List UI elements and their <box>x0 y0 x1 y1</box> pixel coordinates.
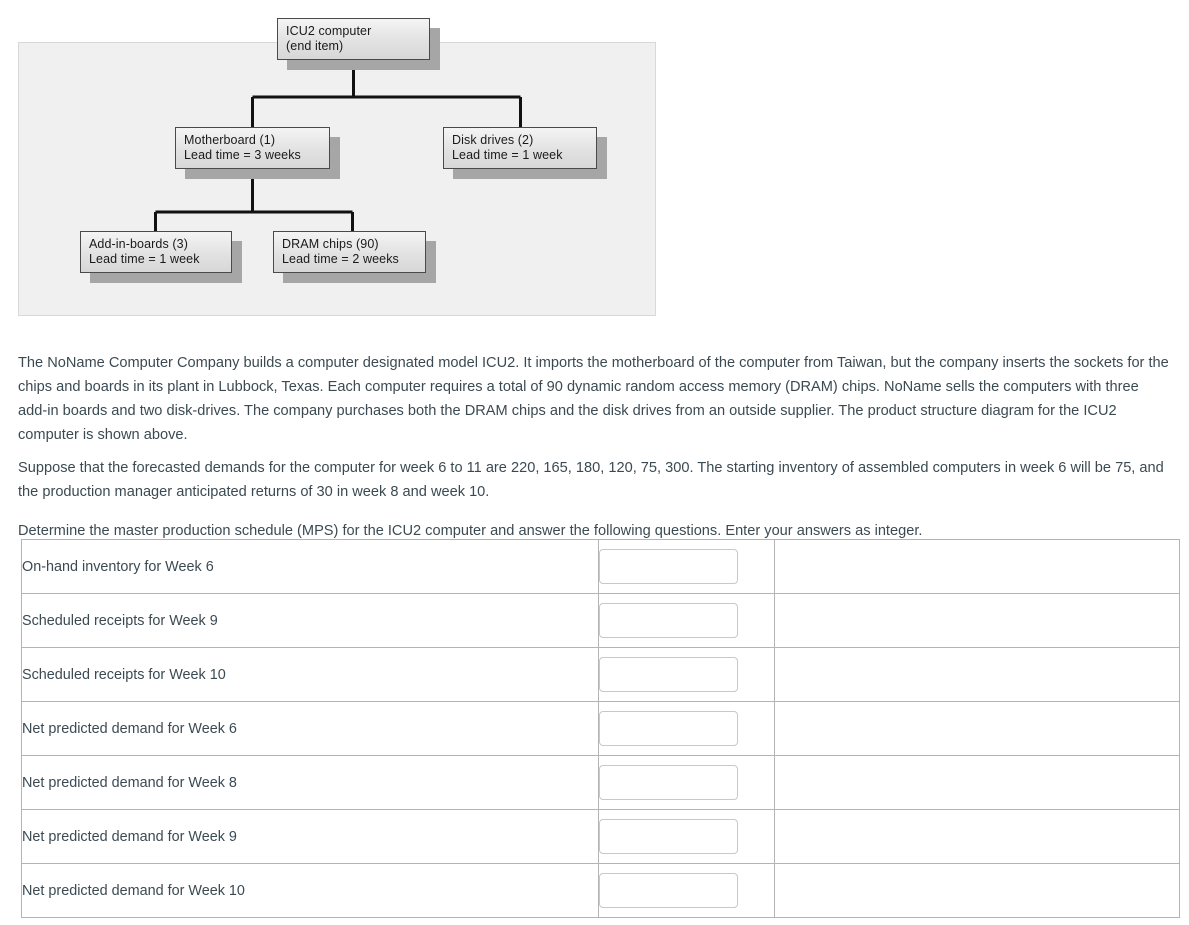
row-blank-cell <box>774 701 1180 756</box>
answer-input-net-predicted-demand-week-8[interactable] <box>599 765 738 800</box>
table-row: Scheduled receipts for Week 10 <box>21 647 1180 702</box>
row-input-cell <box>598 539 775 594</box>
row-label-net-predicted-demand-week-6: Net predicted demand for Week 6 <box>21 701 599 756</box>
row-blank-cell <box>774 863 1180 918</box>
row-label-scheduled-receipts-week-10: Scheduled receipts for Week 10 <box>21 647 599 702</box>
row-blank-cell <box>774 809 1180 864</box>
answer-input-net-predicted-demand-week-6[interactable] <box>599 711 738 746</box>
table-row: Scheduled receipts for Week 9 <box>21 593 1180 648</box>
problem-task-paragraph: Determine the master production schedule… <box>18 522 923 539</box>
row-blank-cell <box>774 647 1180 702</box>
diagram-node-end-item: ICU2 computer (end item) <box>277 18 430 60</box>
row-label-on-hand-inventory-week-6: On-hand inventory for Week 6 <box>21 539 599 594</box>
node-add-in-boards-line2: Lead time = 1 week <box>89 252 200 266</box>
node-end-item-line2: (end item) <box>286 39 344 53</box>
answer-input-scheduled-receipts-week-10[interactable] <box>599 657 738 692</box>
answer-input-on-hand-inventory-week-6[interactable] <box>599 549 738 584</box>
answer-input-scheduled-receipts-week-9[interactable] <box>599 603 738 638</box>
table-row: On-hand inventory for Week 6 <box>21 539 1180 594</box>
answers-table: On-hand inventory for Week 6 Scheduled r… <box>21 539 1180 918</box>
diagram-node-dram-chips: DRAM chips (90) Lead time = 2 weeks <box>273 231 426 273</box>
diagram-node-add-in-boards: Add-in-boards (3) Lead time = 1 week <box>80 231 232 273</box>
node-end-item-line1: ICU2 computer <box>286 24 372 38</box>
row-label-net-predicted-demand-week-9: Net predicted demand for Week 9 <box>21 809 599 864</box>
answer-input-net-predicted-demand-week-9[interactable] <box>599 819 738 854</box>
node-motherboard-line2: Lead time = 3 weeks <box>184 148 301 162</box>
row-label-scheduled-receipts-week-9: Scheduled receipts for Week 9 <box>21 593 599 648</box>
row-label-net-predicted-demand-week-8: Net predicted demand for Week 8 <box>21 755 599 810</box>
problem-intro-paragraph: The NoName Computer Company builds a com… <box>18 354 1169 444</box>
node-dram-chips-line1: DRAM chips (90) <box>282 237 379 251</box>
row-blank-cell <box>774 539 1180 594</box>
node-dram-chips-line2: Lead time = 2 weeks <box>282 252 399 266</box>
row-input-cell <box>598 647 775 702</box>
row-blank-cell <box>774 755 1180 810</box>
node-motherboard-line1: Motherboard (1) <box>184 133 276 147</box>
diagram-node-disk-drives: Disk drives (2) Lead time = 1 week <box>443 127 597 169</box>
row-input-cell <box>598 809 775 864</box>
node-disk-drives-line2: Lead time = 1 week <box>452 148 563 162</box>
diagram-node-motherboard: Motherboard (1) Lead time = 3 weeks <box>175 127 330 169</box>
answer-input-net-predicted-demand-week-10[interactable] <box>599 873 738 908</box>
node-add-in-boards-line1: Add-in-boards (3) <box>89 237 188 251</box>
table-row: Net predicted demand for Week 9 <box>21 809 1180 864</box>
row-input-cell <box>598 755 775 810</box>
row-input-cell <box>598 593 775 648</box>
problem-demand-paragraph: Suppose that the forecasted demands for … <box>18 459 1164 500</box>
table-row: Net predicted demand for Week 10 <box>21 863 1180 918</box>
table-row: Net predicted demand for Week 8 <box>21 755 1180 810</box>
row-blank-cell <box>774 593 1180 648</box>
row-input-cell <box>598 701 775 756</box>
table-row: Net predicted demand for Week 6 <box>21 701 1180 756</box>
node-disk-drives-line1: Disk drives (2) <box>452 133 534 147</box>
row-input-cell <box>598 863 775 918</box>
row-label-net-predicted-demand-week-10: Net predicted demand for Week 10 <box>21 863 599 918</box>
product-structure-diagram: ICU2 computer (end item) Motherboard (1)… <box>0 0 1189 330</box>
